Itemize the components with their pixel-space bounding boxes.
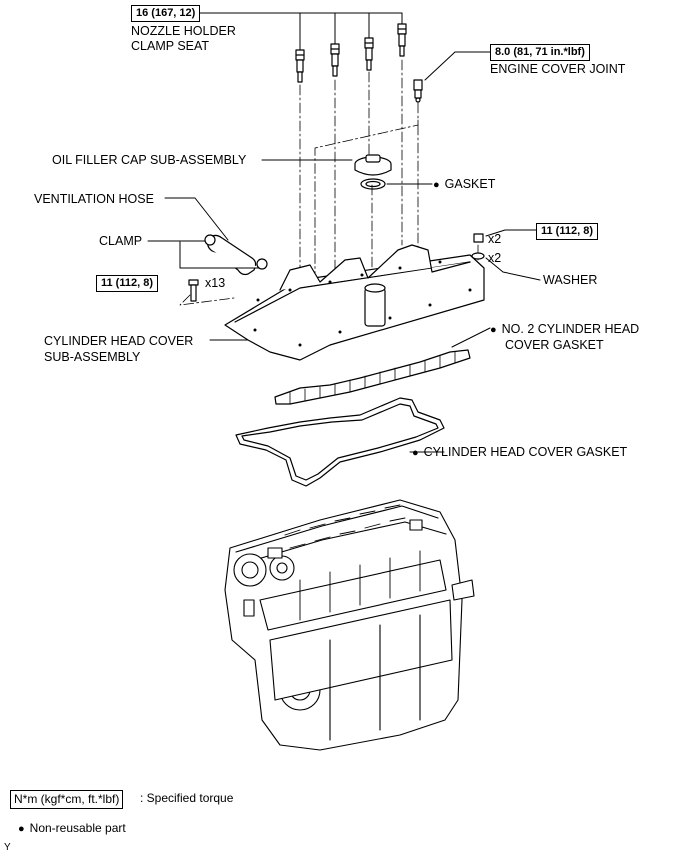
- nozzle-holder-label-line1: NOZZLE HOLDER: [131, 24, 236, 38]
- nut-quantity: x2: [488, 232, 502, 246]
- ventilation-hose-icon: [147, 197, 268, 276]
- assembly-center-lines: [179, 59, 479, 306]
- washer-label: WASHER: [543, 273, 598, 287]
- head-cover-gasket-label: CYLINDER HEAD COVER GASKET: [412, 445, 628, 461]
- nozzle-torque-box: 16 (167, 12): [131, 5, 201, 22]
- head-cover-label-line2: SUB-ASSEMBLY: [44, 350, 141, 364]
- head-cover-gasket-icon: [235, 397, 445, 487]
- head-cover-label-line1: CYLINDER HEAD COVER: [44, 334, 194, 348]
- washer-quantity: x2: [488, 251, 502, 265]
- oil-filler-cap-label: OIL FILLER CAP SUB-ASSEMBLY: [52, 153, 247, 167]
- legend-non-reusable: Non-reusable part: [18, 821, 126, 837]
- nut-washer-icon: [471, 229, 541, 281]
- corner-mark: Y: [4, 842, 11, 853]
- nozzle-holder-icon: [295, 23, 407, 83]
- nut-torque-box: 11 (112, 8): [536, 223, 598, 240]
- head-cover-bolt-icon: [188, 279, 199, 302]
- bolt-quantity: x13: [205, 276, 226, 290]
- legend-torque-text: : Specified torque: [140, 791, 234, 805]
- no2-gasket-label-line2: COVER GASKET: [505, 338, 604, 352]
- no2-gasket-label-line1: NO. 2 CYLINDER HEAD: [490, 322, 640, 338]
- engine-cover-joint-label: ENGINE COVER JOINT: [490, 62, 626, 76]
- nozzle-holder-label-line2: CLAMP SEAT: [131, 39, 210, 53]
- gasket-ring-icon: [360, 178, 433, 190]
- engine-cover-joint-torque-box: 8.0 (81, 71 in.*lbf): [490, 44, 590, 61]
- oil-filler-cap-icon: [261, 154, 392, 176]
- legend-torque-box: N*m (kgf*cm, ft.*lbf): [10, 790, 124, 809]
- nozzle-leader-lines: [197, 12, 403, 51]
- engine-block-icon: [224, 499, 475, 751]
- engine-cover-joint-icon: [413, 51, 491, 103]
- clamp-label: CLAMP: [99, 234, 143, 248]
- no2-head-cover-gasket-icon: [274, 327, 491, 405]
- bolt-torque-box: 11 (112, 8): [96, 275, 158, 292]
- ventilation-hose-label: VENTILATION HOSE: [34, 192, 154, 206]
- gasket-label: GASKET: [433, 177, 496, 193]
- cylinder-head-cover-icon: [209, 244, 485, 361]
